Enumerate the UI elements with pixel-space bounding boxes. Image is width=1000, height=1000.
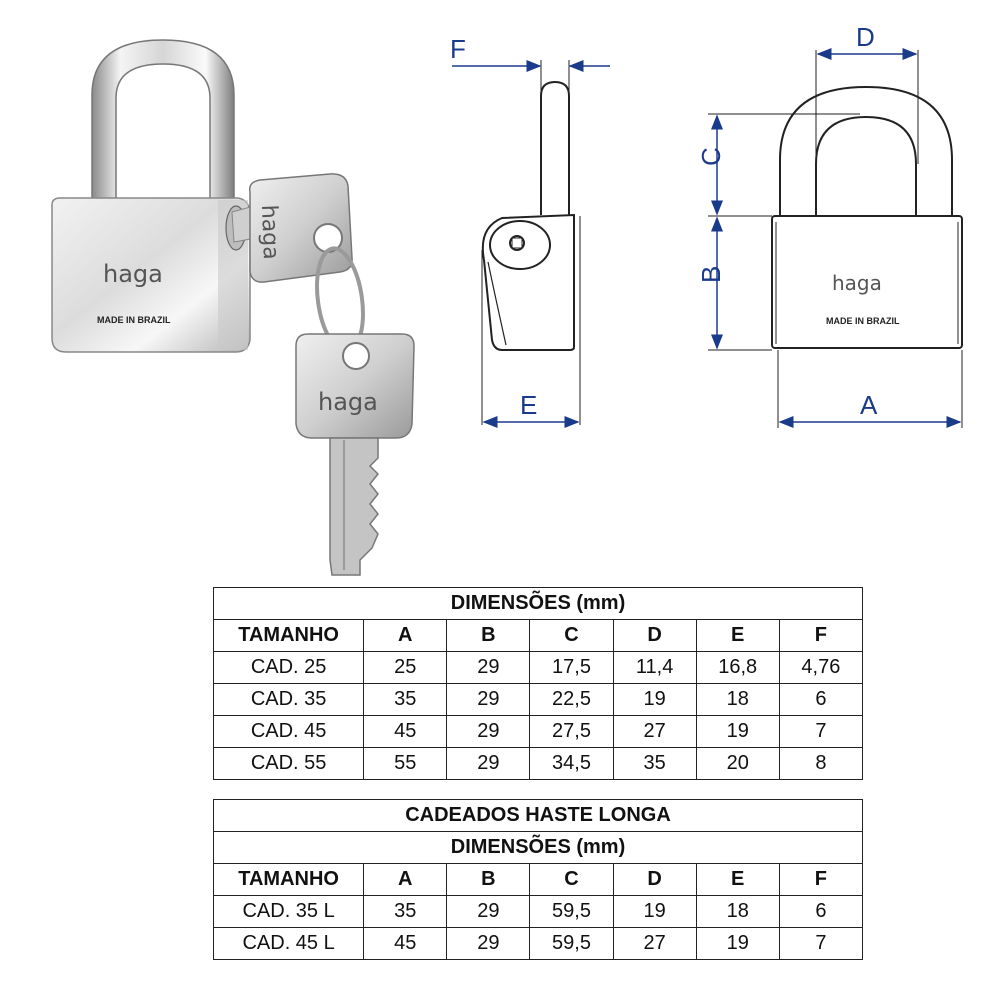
header-tamanho: TAMANHO	[212, 619, 365, 652]
table-cell: 8	[778, 747, 864, 780]
table-cell: 25	[363, 651, 448, 684]
table-cell: 19	[612, 683, 697, 716]
label-f: F	[450, 34, 466, 64]
product-illustration: haga MADE IN BRAZIL haga haga	[51, 22, 963, 576]
table-cell: 27,5	[529, 715, 614, 748]
padlock-brand: haga	[103, 260, 163, 288]
table-cell: 18	[695, 895, 780, 928]
table-cell: 17,5	[529, 651, 614, 684]
header-a: A	[363, 863, 448, 896]
table-cell: CAD. 25	[212, 651, 365, 684]
table-cell: 20	[695, 747, 780, 780]
label-e: E	[520, 390, 537, 420]
dimension-f: F	[450, 34, 610, 72]
table-cell: 59,5	[529, 895, 614, 928]
header-tamanho: TAMANHO	[212, 863, 365, 896]
table-header-row: TAMANHO A B C D E F	[212, 863, 864, 896]
table-cell: 16,8	[695, 651, 780, 684]
table-cell: 19	[695, 927, 780, 960]
table-cell: 27	[612, 927, 697, 960]
table-cell: 29	[446, 747, 531, 780]
table-cell: 55	[363, 747, 448, 780]
table-cell: 29	[446, 651, 531, 684]
table-cell: CAD. 45	[212, 715, 365, 748]
table-row: CAD. 55 55 29 34,5 35 20 8	[212, 747, 864, 780]
header-b: B	[446, 863, 531, 896]
table-cell: 29	[446, 683, 531, 716]
header-c: C	[529, 863, 614, 896]
table-subtitle: DIMENSÕES (mm)	[213, 831, 863, 864]
table-cell: 29	[446, 715, 531, 748]
key-brand-2: haga	[318, 388, 378, 416]
header-b: B	[446, 619, 531, 652]
table-cell: 6	[778, 683, 864, 716]
header-e: E	[695, 619, 780, 652]
front-view-drawing	[708, 50, 963, 428]
padlock-photo: haga MADE IN BRAZIL	[51, 39, 251, 353]
dimensions-table: DIMENSÕES (mm) TAMANHO A B C D E F CAD. …	[212, 587, 864, 780]
label-d: D	[856, 22, 875, 52]
key-attached: haga	[231, 173, 353, 283]
table-row: CAD. 35 L 35 29 59,5 19 18 6	[212, 895, 864, 928]
label-c: C	[696, 147, 726, 166]
table-row: CAD. 45 45 29 27,5 27 19 7	[212, 715, 864, 748]
table-cell: 45	[363, 927, 448, 960]
table-cell: 11,4	[612, 651, 697, 684]
table-cell: 29	[446, 895, 531, 928]
drawing-brand: haga	[832, 271, 882, 295]
table-cell: 27	[612, 715, 697, 748]
dimension-c: C	[696, 114, 726, 216]
header-f: F	[778, 863, 864, 896]
table-cell: 6	[778, 895, 864, 928]
dimension-b: B	[696, 216, 726, 350]
table-cell: CAD. 35	[212, 683, 365, 716]
padlock-made-in: MADE IN BRAZIL	[97, 315, 171, 325]
header-d: D	[612, 619, 697, 652]
side-view-drawing	[481, 60, 581, 425]
table-row: CAD. 25 25 29 17,5 11,4 16,8 4,76	[212, 651, 864, 684]
table-row: CAD. 45 L 45 29 59,5 27 19 7	[212, 927, 864, 960]
table-cell: 35	[612, 747, 697, 780]
dimension-d: D	[816, 22, 918, 60]
table-cell: 59,5	[529, 927, 614, 960]
table-cell: 29	[446, 927, 531, 960]
header-a: A	[363, 619, 448, 652]
label-a: A	[860, 390, 878, 420]
table-row: CAD. 35 35 29 22,5 19 18 6	[212, 683, 864, 716]
table-cell: 35	[363, 895, 448, 928]
table-cell: 34,5	[529, 747, 614, 780]
label-b: B	[696, 266, 726, 283]
header-f: F	[778, 619, 864, 652]
dimension-e: E	[482, 390, 580, 428]
table-cell: 4,76	[778, 651, 864, 684]
table-cell: 22,5	[529, 683, 614, 716]
table-cell: 7	[778, 715, 864, 748]
padlock-shackle	[91, 39, 235, 206]
table-cell: 18	[695, 683, 780, 716]
table-cell: 19	[612, 895, 697, 928]
header-d: D	[612, 863, 697, 896]
dimension-a: A	[778, 390, 962, 428]
drawing-made-in: MADE IN BRAZIL	[826, 316, 900, 326]
table-cell: 35	[363, 683, 448, 716]
table-header-row: TAMANHO A B C D E F	[212, 619, 864, 652]
table-cell: CAD. 45 L	[212, 927, 365, 960]
padlock-body	[51, 197, 251, 353]
header-c: C	[529, 619, 614, 652]
table-cell: 19	[695, 715, 780, 748]
table-title: DIMENSÕES (mm)	[213, 587, 863, 620]
long-shackle-dimensions-table: CADEADOS HASTE LONGA DIMENSÕES (mm) TAMA…	[212, 799, 864, 960]
table-cell: CAD. 55	[212, 747, 365, 780]
key-hanging: haga	[295, 333, 415, 576]
header-e: E	[695, 863, 780, 896]
table-cell: CAD. 35 L	[212, 895, 365, 928]
table-cell: 45	[363, 715, 448, 748]
table-cell: 7	[778, 927, 864, 960]
table-title: CADEADOS HASTE LONGA	[213, 799, 863, 832]
key-brand-1: haga	[256, 204, 283, 260]
